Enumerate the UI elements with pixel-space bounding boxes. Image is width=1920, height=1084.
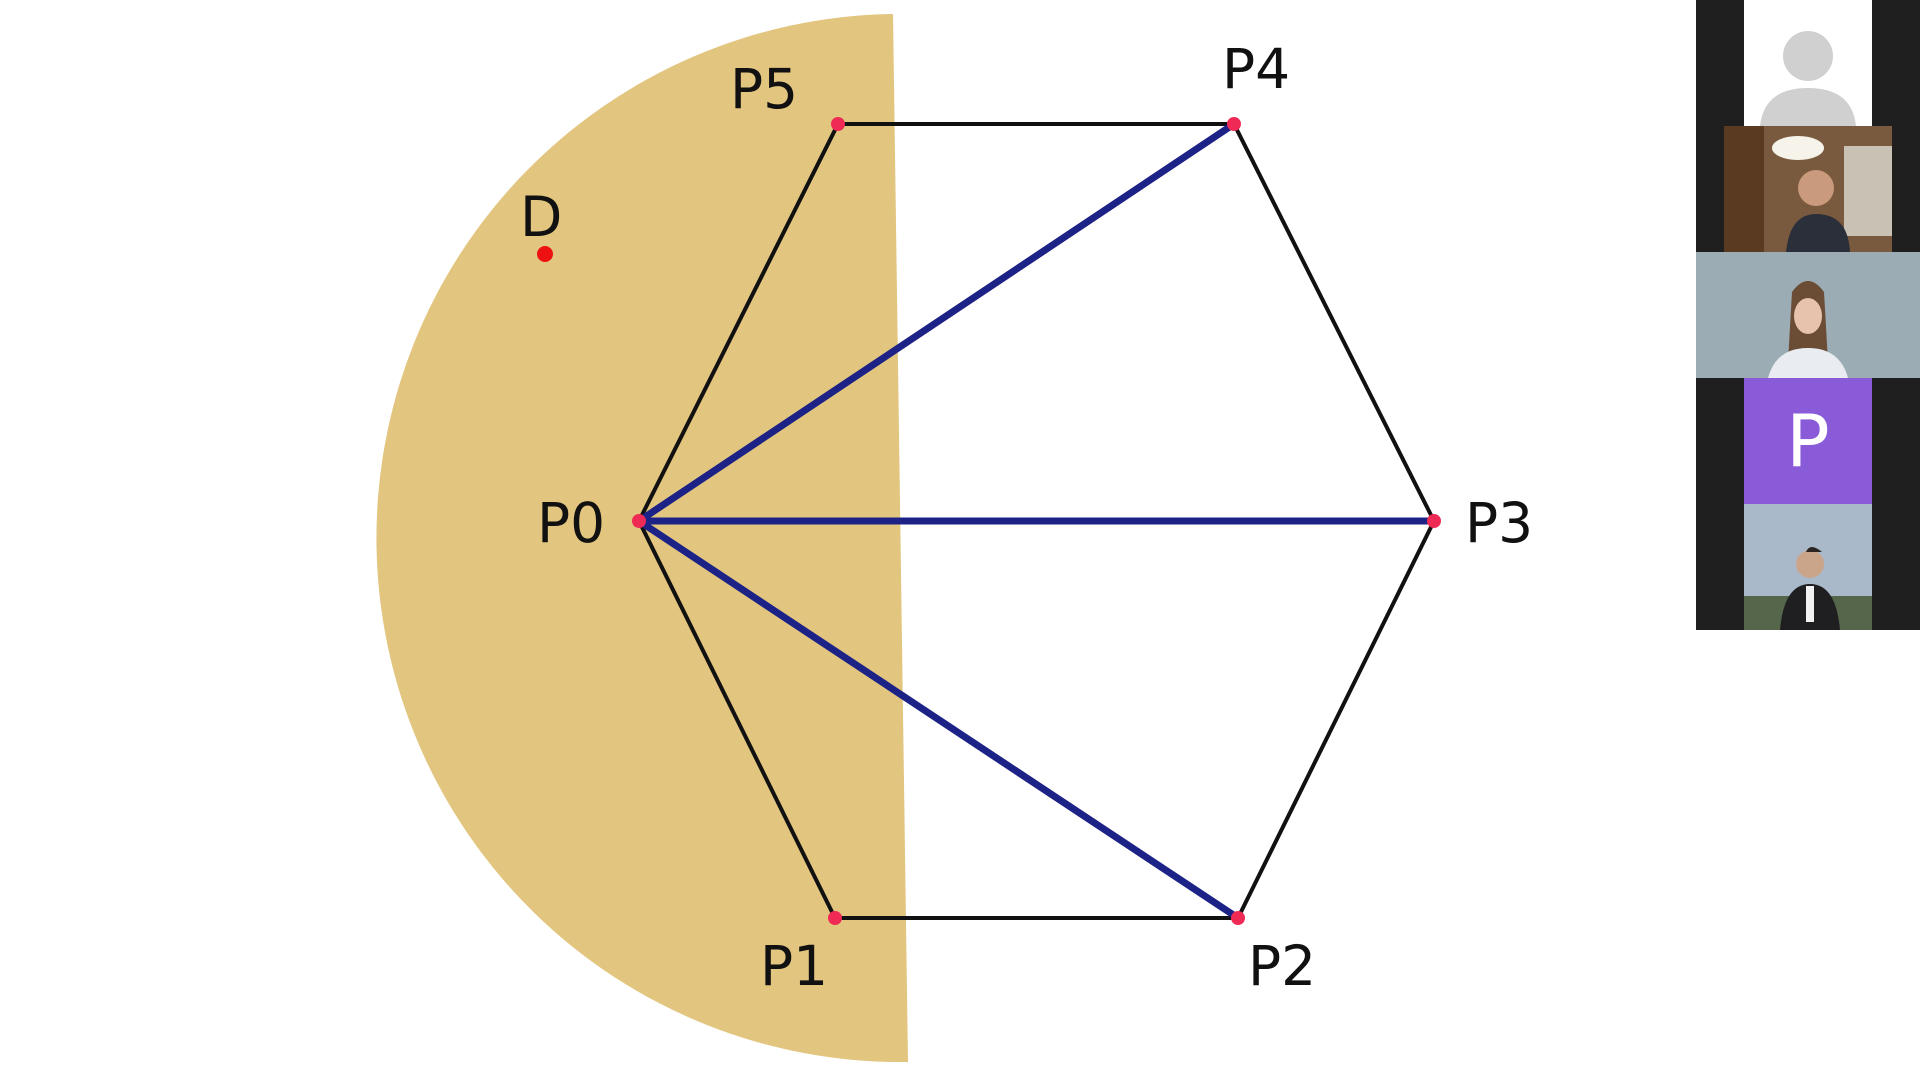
- participant-video-3: [1696, 252, 1920, 378]
- vertex-p5: [831, 117, 845, 131]
- vertex-p4: [1227, 117, 1241, 131]
- participant-tile-5[interactable]: [1744, 504, 1872, 630]
- label-p5: P5: [730, 57, 798, 121]
- person-silhouette-icon: [1760, 31, 1856, 126]
- label-p0: P0: [537, 491, 605, 555]
- participant-video-5: [1744, 504, 1872, 630]
- participant-tile-2[interactable]: [1724, 126, 1892, 252]
- edge-p0-p5: [637, 123, 840, 522]
- participant-tile-1[interactable]: [1744, 0, 1872, 126]
- participant-tile-4[interactable]: P: [1744, 378, 1872, 504]
- diagonals: [635, 120, 1438, 922]
- geometry-diagram: P0 P1 P2 P3 P4 P5 D: [376, 14, 1533, 1063]
- edge-p1-p0: [637, 520, 837, 919]
- vertices: [632, 117, 1441, 925]
- label-d: D: [520, 185, 562, 249]
- hexagon: [637, 122, 1436, 920]
- edge-p4-p3: [1232, 123, 1436, 522]
- vertex-p0: [632, 514, 646, 528]
- label-p2: P2: [1248, 934, 1316, 998]
- participant-video-2: [1724, 126, 1892, 252]
- diagonal-p0-p2: [635, 517, 1242, 922]
- participant-tile-3[interactable]: [1696, 252, 1920, 378]
- vertex-p3: [1427, 514, 1441, 528]
- diagonal-p0-p4: [635, 120, 1238, 525]
- label-p4: P4: [1222, 37, 1290, 101]
- point-d: [537, 246, 553, 262]
- label-p3: P3: [1465, 491, 1533, 555]
- vertex-p1: [828, 911, 842, 925]
- vertex-p2: [1231, 911, 1245, 925]
- participants-panel: P: [1696, 0, 1920, 630]
- label-p1: P1: [760, 934, 828, 998]
- edge-p3-p2: [1236, 520, 1436, 919]
- participant-initial: P: [1786, 399, 1830, 483]
